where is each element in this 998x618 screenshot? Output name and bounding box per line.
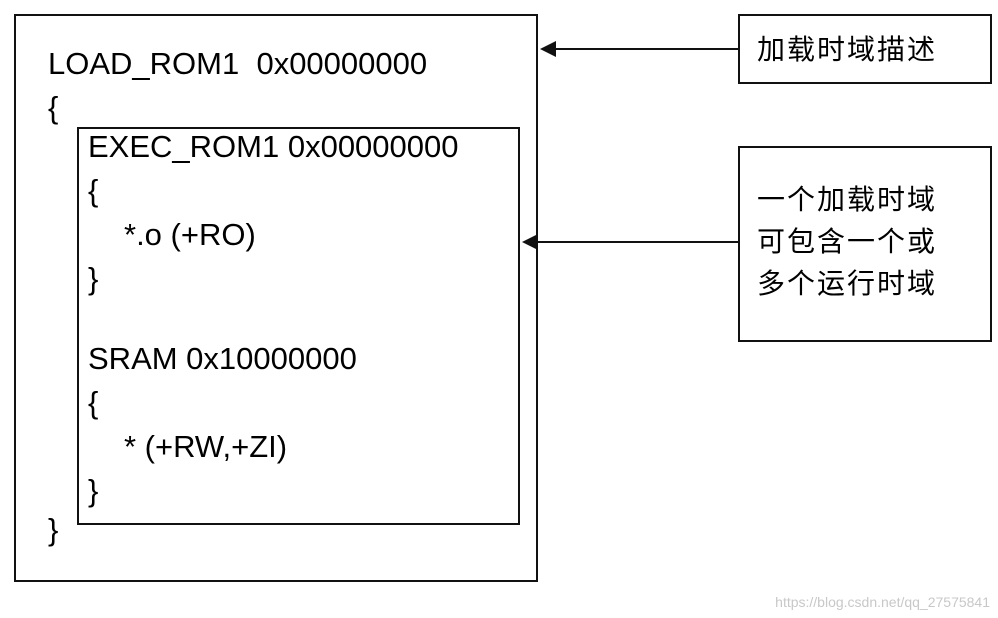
load-domain-desc-box [738, 14, 992, 84]
multi-region-line3: 多个运行时域 [757, 267, 938, 300]
multi-region-line2: 可包含一个或 [757, 225, 938, 258]
load-domain-desc-label: 加载时域描述 [757, 33, 938, 66]
load-region-close-brace: } [48, 512, 59, 547]
exec-region-box [77, 127, 520, 525]
sram-close-brace: } [88, 473, 99, 508]
arrow-load-domain [540, 41, 738, 57]
multi-region-box [738, 146, 992, 342]
load-region-open-brace: { [48, 90, 59, 125]
watermark: https://blog.csdn.net/qq_27575841 [775, 594, 990, 610]
multi-region-line1: 一个加载时域 [757, 183, 938, 216]
sram-open-brace: { [88, 385, 99, 420]
sram-content: * (+RW,+ZI) [124, 429, 288, 464]
arrow-exec-domain [522, 234, 738, 250]
load-region-box [14, 14, 538, 582]
load-region-header: LOAD_ROM1 0x00000000 [48, 46, 428, 81]
exec-region-close-brace: } [88, 261, 99, 296]
exec-region-open-brace: { [88, 173, 99, 208]
sram-header: SRAM 0x10000000 [88, 341, 357, 376]
exec-region-header: EXEC_ROM1 0x00000000 [88, 129, 459, 164]
exec-region-content: *.o (+RO) [124, 217, 256, 252]
